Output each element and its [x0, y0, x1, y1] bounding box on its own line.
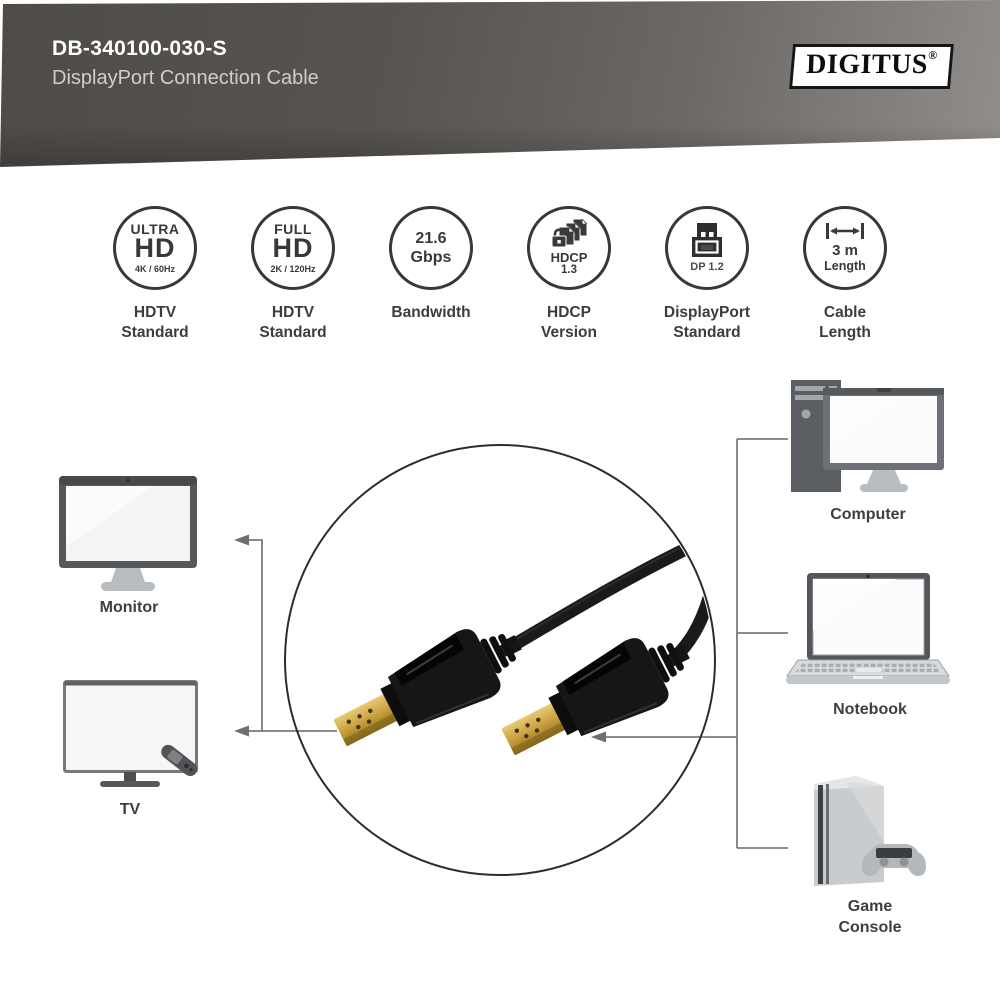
full-hd-badge-icon: FULL HD 2K / 120Hz: [251, 206, 335, 290]
hdcp-badge-icon: HDCP 1.3: [527, 206, 611, 290]
computer-label: Computer: [830, 506, 906, 523]
feature-label: Bandwidth: [391, 304, 471, 321]
monitor-device: [59, 476, 199, 601]
computer-icon: [791, 380, 944, 492]
notebook-icon: [786, 573, 950, 684]
tv-device: [63, 680, 213, 797]
displayport-cable-photo-icon: [322, 539, 713, 776]
tv-label: TV: [119, 801, 141, 818]
displayport-connector-icon: [692, 223, 722, 257]
computer-device: [789, 377, 947, 522]
game-console-icon: [814, 776, 926, 886]
monitor-label: Monitor: [99, 599, 159, 616]
ultra-hd-badge-icon: ULTRA HD 4K / 60Hz: [113, 206, 197, 290]
game-console-label: Game Console: [838, 898, 902, 936]
monitor-icon: [59, 476, 197, 591]
length-badge-icon: 3 m Length: [803, 206, 887, 290]
notebook-device: [786, 573, 954, 698]
header-banner: DB-340100-030-S DisplayPort Connection C…: [0, 0, 1000, 167]
arrow-to-tv-icon: [234, 725, 249, 737]
bandwidth-badge-icon: 21.6 Gbps: [389, 206, 473, 290]
right-connection-lines: [606, 438, 788, 849]
tv-icon: [63, 680, 198, 787]
arrow-to-monitor-icon: [234, 534, 249, 546]
notebook-label: Notebook: [833, 701, 907, 718]
magnifier-circle: [284, 444, 716, 876]
dp-badge-icon: DP 1.2: [665, 206, 749, 290]
left-connection-lines: [249, 539, 337, 732]
feature-bandwidth: 21.6 Gbps Bandwidth: [364, 206, 498, 343]
arrow-to-cable-icon: [591, 731, 606, 743]
length-measure-arrow-icon: [826, 222, 864, 239]
hdcp-documents-lock-icon: [551, 218, 587, 248]
game-console-device: [806, 770, 934, 901]
